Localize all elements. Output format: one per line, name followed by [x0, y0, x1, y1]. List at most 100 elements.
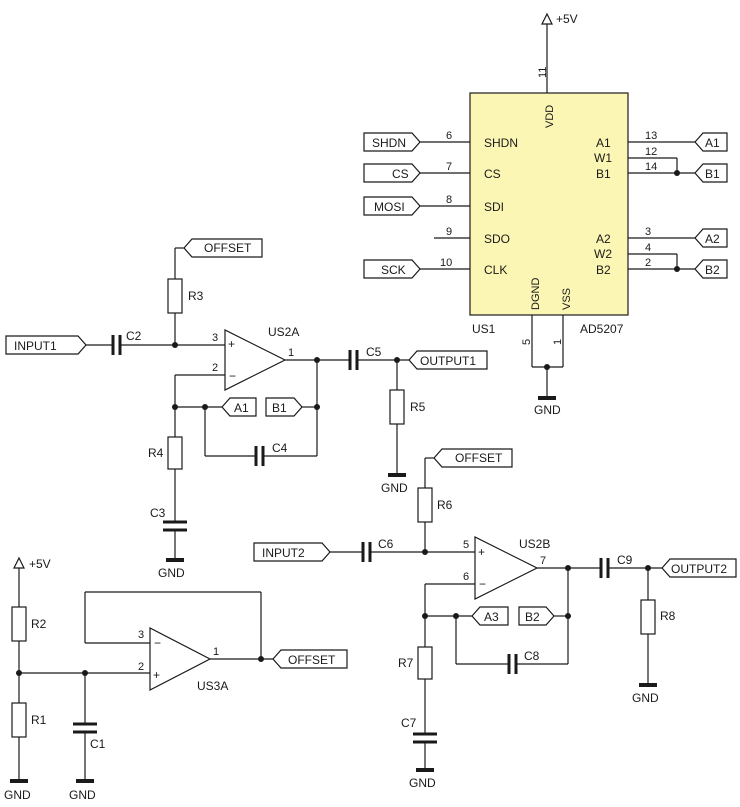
us3a-ref: US3A — [197, 679, 228, 693]
net-input1: INPUT1 — [14, 339, 57, 353]
label-c9: C9 — [617, 553, 633, 567]
label-c6: C6 — [378, 537, 394, 551]
signal-a2: A2 — [705, 232, 720, 246]
us2b-ref: US2B — [519, 537, 550, 551]
pin-num-w2: 4 — [645, 242, 651, 254]
us2b-pin-out: 7 — [540, 555, 546, 567]
label-r6: R6 — [437, 498, 453, 512]
net-a3-us2b: A3 — [484, 610, 499, 624]
net-input2: INPUT2 — [262, 546, 305, 560]
pin-num-b2: 2 — [645, 257, 651, 269]
signal-b1: B1 — [705, 167, 720, 181]
gnd-label-c1: GND — [69, 788, 96, 802]
signal-b2: B2 — [705, 263, 720, 277]
pin-name-clk: CLK — [484, 263, 507, 277]
label-c1: C1 — [90, 737, 106, 751]
amplifier-stage-us2a: INPUT1 C2 OFFSET R3 + − 3 2 1 US2A A1 — [5, 238, 488, 580]
gnd-label-us1: GND — [534, 403, 561, 417]
opamp-minus-sign-c: − — [154, 636, 161, 650]
opamp-plus-sign-b: + — [478, 545, 485, 559]
pin-num-sdo: 9 — [446, 226, 452, 238]
label-r8: R8 — [660, 609, 676, 623]
pin-name-cs: CS — [484, 167, 501, 181]
signal-shdn: SHDN — [372, 136, 406, 150]
us3a-pin-out: 1 — [213, 646, 219, 658]
pin-num-shdn: 6 — [446, 130, 452, 142]
net-b1-us2a: B1 — [272, 401, 287, 415]
pin-num-clk: 10 — [440, 257, 452, 269]
pin-name-a2: A2 — [596, 232, 611, 246]
amplifier-stage-us2b: INPUT2 C6 OFFSET R6 + − 5 6 7 US2B A3 C8 — [253, 448, 737, 790]
left-signal-tags: SHDN CS MOSI SCK — [363, 132, 421, 279]
opamp-minus-sign-b: − — [479, 577, 486, 591]
pin-name-sdo: SDO — [484, 232, 510, 246]
signal-mosi: MOSI — [374, 200, 405, 214]
label-c8: C8 — [524, 649, 540, 663]
vcc-label-top: +5V — [556, 12, 578, 26]
pin-name-dgnd: DGND — [530, 278, 542, 310]
pin-num-dgnd: 5 — [521, 339, 533, 345]
digital-potentiometer-us1: +5V 11 VDD 6 7 8 9 10 SHDN CS SDI SDO CL… — [420, 12, 695, 417]
pin-name-shdn: SHDN — [484, 136, 518, 150]
us2a-pin-out: 1 — [288, 347, 294, 359]
us2a-ref: US2A — [268, 325, 299, 339]
pin-name-w1: W1 — [594, 151, 612, 165]
net-offset-r3: OFFSET — [204, 241, 252, 255]
label-c3: C3 — [150, 506, 166, 520]
vcc-label-us3a: +5V — [29, 557, 51, 571]
vcc-arrow-icon — [541, 12, 553, 25]
offset-buffer-us3a: +5V R2 R1 GND C1 GND − + 3 2 1 US3A OFF — [4, 556, 348, 802]
label-r3: R3 — [188, 289, 204, 303]
signal-cs: CS — [392, 167, 409, 181]
label-r7: R7 — [398, 656, 414, 670]
pin-num-vdd: 11 — [537, 67, 549, 78]
gnd-label-c3: GND — [158, 566, 185, 580]
pin-name-b2: B2 — [596, 263, 611, 277]
signal-a1: A1 — [705, 136, 720, 150]
net-b2-us2b: B2 — [525, 610, 540, 624]
gnd-label-c7: GND — [409, 776, 436, 790]
pin-num-vss: 1 — [552, 339, 564, 345]
opamp-minus-sign: − — [229, 369, 236, 383]
signal-sck: SCK — [381, 263, 406, 277]
gnd-label-r1: GND — [4, 788, 31, 802]
pin-num-w1: 12 — [645, 146, 657, 158]
net-offset-r6: OFFSET — [455, 451, 503, 465]
pin-name-b1: B1 — [596, 167, 611, 181]
opamp-plus-sign: + — [228, 337, 235, 351]
pin-name-vdd: VDD — [544, 105, 556, 128]
us2a-pin-minus: 2 — [212, 362, 218, 374]
net-output1: OUTPUT1 — [420, 354, 476, 368]
gnd-label-r8: GND — [632, 691, 659, 705]
label-c7: C7 — [401, 716, 417, 730]
label-r4: R4 — [148, 446, 164, 460]
chip-ref-label: US1 — [472, 322, 496, 336]
us3a-pin-minus: 3 — [138, 629, 144, 641]
pin-num-a2: 3 — [645, 226, 651, 238]
label-r2: R2 — [31, 617, 47, 631]
us2a-pin-plus: 3 — [212, 332, 218, 344]
label-c2: C2 — [126, 329, 142, 343]
opamp-plus-sign-c: + — [153, 668, 160, 682]
gnd-label-r5: GND — [381, 481, 408, 495]
us2b-pin-plus: 5 — [463, 539, 469, 551]
us3a-pin-plus: 2 — [138, 661, 144, 673]
pin-num-cs: 7 — [446, 161, 452, 173]
us2b-pin-minus: 6 — [463, 571, 469, 583]
pin-name-a1: A1 — [596, 136, 611, 150]
chip-body — [469, 92, 629, 316]
label-r5: R5 — [410, 400, 426, 414]
vcc-arrow-icon-us3a — [13, 556, 25, 569]
net-a1-us2a: A1 — [234, 401, 249, 415]
label-c5: C5 — [366, 345, 382, 359]
chip-part-label: AD5207 — [580, 322, 624, 336]
pin-num-b1: 14 — [645, 161, 657, 173]
label-r1: R1 — [31, 713, 47, 727]
pin-num-sdi: 8 — [446, 194, 452, 206]
right-signal-tags: A1 B1 A2 B2 — [694, 132, 728, 279]
pin-name-sdi: SDI — [484, 200, 504, 214]
net-output2: OUTPUT2 — [671, 562, 727, 576]
pin-name-vss: VSS — [561, 288, 573, 310]
pin-num-a1: 13 — [645, 130, 657, 142]
